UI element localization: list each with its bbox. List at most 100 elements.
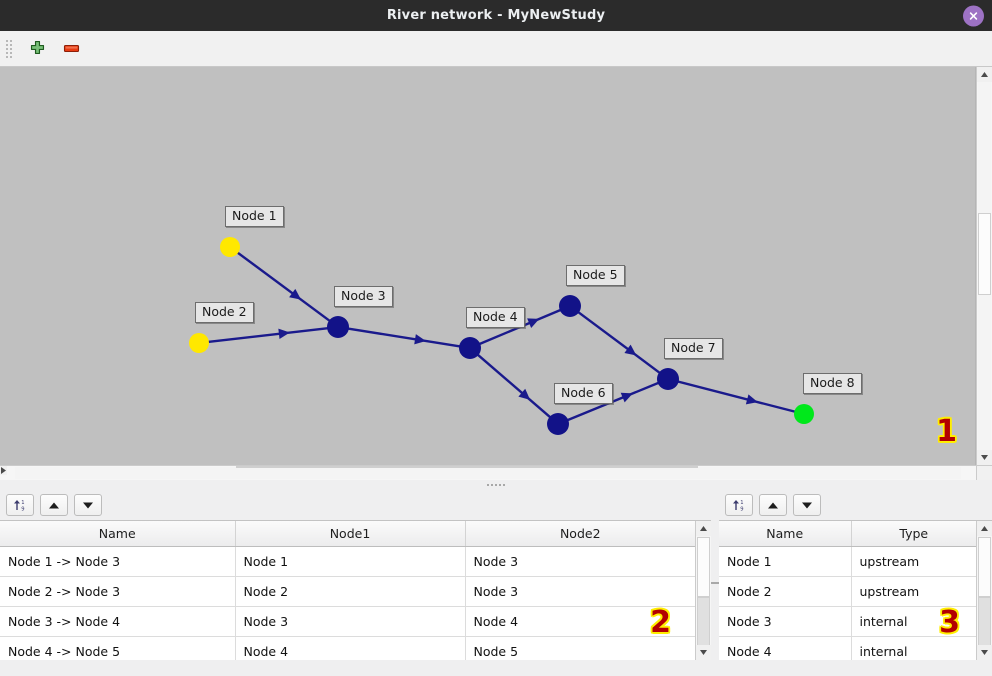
graph-node-label-n2[interactable]: Node 2 [195, 302, 254, 323]
reaches-table-cell[interactable]: Node 1 -> Node 3 [0, 546, 236, 577]
graph-edge[interactable] [476, 353, 552, 419]
nodes-table-cell[interactable]: Node 1 [719, 546, 852, 577]
reaches-scroll-up-button[interactable] [696, 521, 711, 536]
graph-node-n7[interactable] [657, 368, 679, 390]
nodes-move-down-icon[interactable] [793, 494, 821, 516]
river-network-graph[interactable]: Node 1 Node 2 Node 3 Node 4 Node 5 Node 6 Node… [0, 67, 976, 465]
nodes-toolbar: 1 9 [719, 490, 992, 520]
graph-horizontal-scrollbar[interactable] [0, 465, 976, 480]
reaches-sort-icon[interactable]: 1 9 [6, 494, 34, 516]
graph-node-label-n4[interactable]: Node 4 [466, 307, 525, 328]
nodes-table-cell[interactable]: Node 4 [719, 636, 852, 660]
graph-edge[interactable] [566, 381, 660, 422]
reaches-table-cell[interactable]: Node 3 [465, 546, 695, 577]
graph-edge[interactable] [577, 311, 661, 374]
reaches-table-cell[interactable]: Node 4 [465, 606, 695, 637]
graph-node-n1[interactable] [220, 237, 240, 257]
reaches-table-column-header-2[interactable]: Node2 [465, 521, 695, 547]
nodes-scroll-down-button[interactable] [977, 645, 992, 660]
reaches-vscroll-thumb[interactable] [697, 597, 710, 649]
reaches-vscroll-thumb-upper[interactable] [697, 537, 710, 597]
graph-node-label-n5[interactable]: Node 5 [566, 265, 625, 286]
graph-node-n3[interactable] [327, 316, 349, 338]
reaches-table-cell[interactable]: Node 1 [235, 546, 466, 577]
graph-edge[interactable] [677, 380, 796, 413]
annotation-marker-2: 2 [650, 605, 671, 640]
reaches-table-column-header-0[interactable]: Name [0, 521, 236, 547]
graph-vertical-scrollbar[interactable] [976, 67, 992, 465]
reaches-vertical-scrollbar[interactable] [695, 521, 711, 660]
nodes-table-cell[interactable]: upstream [851, 546, 976, 577]
reaches-table-cell[interactable]: Node 3 -> Node 4 [0, 606, 236, 637]
remove-red-minus-icon[interactable] [59, 37, 83, 61]
graph-node-label-n6[interactable]: Node 6 [554, 383, 613, 404]
graph-edge-arrow-icon [289, 288, 302, 300]
nodes-vertical-scrollbar[interactable] [976, 521, 992, 660]
graph-node-label-n3[interactable]: Node 3 [334, 286, 393, 307]
graph-edge[interactable] [236, 251, 331, 323]
reaches-table-column-header-1[interactable]: Node1 [235, 521, 466, 547]
reaches-move-up-icon[interactable] [40, 494, 68, 516]
graph-edge[interactable] [207, 326, 329, 344]
graph-node-label-n7[interactable]: Node 7 [664, 338, 723, 359]
nodes-table-cell[interactable]: upstream [851, 576, 976, 607]
nodes-table-cell[interactable]: internal [851, 636, 976, 660]
toolbar-grip[interactable] [6, 39, 13, 59]
nodes-table-column-header-0[interactable]: Name [719, 521, 852, 547]
title-bar: River network - MyNewStudy [0, 0, 992, 31]
nodes-table-cell[interactable]: Node 2 [719, 576, 852, 607]
graph-node-n2[interactable] [189, 333, 209, 353]
reaches-table-cell[interactable]: Node 5 [465, 636, 695, 660]
graph-hscroll-thumb[interactable] [236, 466, 698, 468]
graph-node-n4[interactable] [459, 337, 481, 359]
graph-edge-arrow-icon [278, 328, 290, 339]
nodes-move-up-icon[interactable] [759, 494, 787, 516]
graph-edge[interactable] [347, 327, 461, 348]
graph-scroll-up-button[interactable] [977, 67, 992, 82]
reaches-table-cell[interactable]: Node 3 [235, 606, 466, 637]
graph-node-n8[interactable] [794, 404, 814, 424]
graph-node-n5[interactable] [559, 295, 581, 317]
vertical-splitter[interactable] [711, 490, 719, 676]
reaches-table-cell[interactable]: Node 3 [465, 576, 695, 607]
close-icon[interactable] [963, 5, 984, 26]
nodes-scroll-up-button[interactable] [977, 521, 992, 536]
graph-node-label-n8[interactable]: Node 8 [803, 373, 862, 394]
nodes-sort-icon[interactable]: 1 9 [725, 494, 753, 516]
graph-vscroll-thumb[interactable] [978, 213, 991, 295]
reaches-table-cell[interactable]: Node 4 [235, 636, 466, 660]
graph-node-label-n1[interactable]: Node 1 [225, 206, 284, 227]
reaches-table-cell[interactable]: Node 4 -> Node 5 [0, 636, 236, 660]
nodes-vscroll-thumb-upper[interactable] [978, 537, 991, 597]
reaches-move-down-icon[interactable] [74, 494, 102, 516]
horizontal-splitter[interactable] [0, 480, 992, 490]
nodes-table-cell[interactable]: internal [851, 606, 976, 637]
nodes-table-cell[interactable]: Node 3 [719, 606, 852, 637]
graph-hscroll-track[interactable] [15, 467, 961, 479]
reaches-table-cell[interactable]: Node 2 [235, 576, 466, 607]
graph-scroll-down-button[interactable] [977, 450, 992, 465]
nodes-table-column-header-1[interactable]: Type [851, 521, 976, 547]
svg-text:9: 9 [740, 506, 743, 512]
add-green-plus-icon[interactable] [25, 37, 49, 61]
graph-canvas-area: Node 1 Node 2 Node 3 Node 4 Node 5 Node 6 Node… [0, 67, 992, 465]
reaches-table-cell[interactable]: Node 2 -> Node 3 [0, 576, 236, 607]
graph-scroll-right-button[interactable] [0, 466, 7, 475]
reaches-scroll-down-button[interactable] [696, 645, 711, 660]
nodes-vscroll-thumb[interactable] [978, 597, 991, 649]
graph-node-n6[interactable] [547, 413, 569, 435]
